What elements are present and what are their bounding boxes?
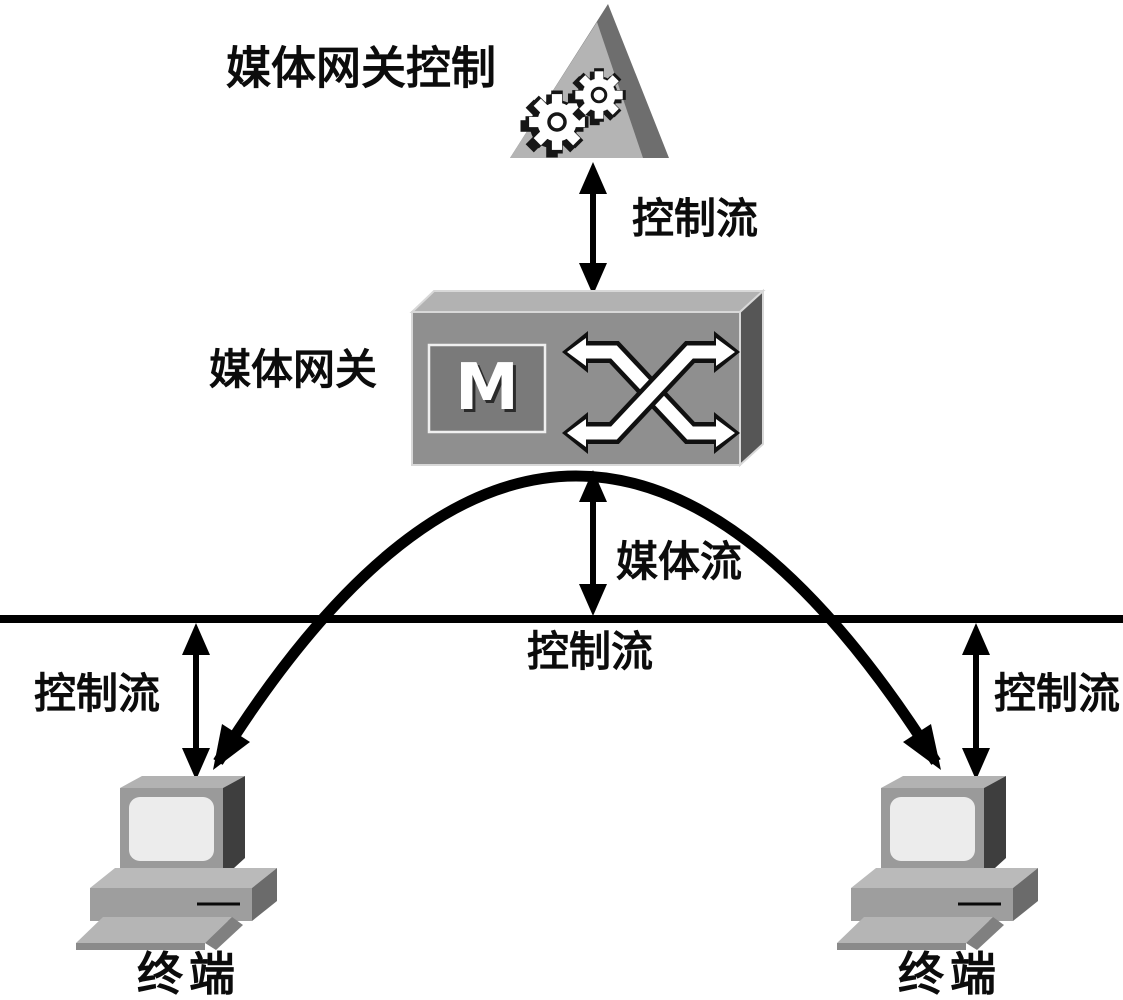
media-flow-arrow bbox=[579, 470, 607, 616]
network-line bbox=[0, 615, 1123, 623]
control-flow-center-label: 控制流 bbox=[526, 627, 654, 676]
arc-arrowhead-left bbox=[213, 724, 250, 770]
box-top-face bbox=[409, 290, 766, 313]
terminal-right-icon bbox=[835, 774, 1040, 952]
control-flow-arrow-right bbox=[962, 623, 990, 780]
control-flow-top-label: 控制流 bbox=[631, 194, 759, 243]
media-gateway-controller-icon bbox=[510, 4, 669, 158]
arc-arrowhead-right bbox=[903, 724, 941, 770]
m-letter-shadow: M bbox=[458, 354, 522, 428]
terminal-left-icon bbox=[74, 774, 279, 952]
media-gateway-icon: M M bbox=[409, 288, 766, 468]
gear-icon bbox=[520, 90, 589, 158]
controller-label: 媒体网关控制 bbox=[225, 41, 497, 95]
media-flow-label: 媒体流 bbox=[615, 537, 743, 586]
terminal-right-label: 终端 bbox=[898, 947, 1002, 1000]
box-side-face bbox=[739, 288, 764, 468]
gateway-label: 媒体网关 bbox=[208, 345, 378, 394]
switch-arrows-icon bbox=[562, 331, 740, 454]
m-letter: M bbox=[455, 351, 519, 425]
control-flow-right-label: 控制流 bbox=[993, 669, 1121, 718]
gear-icon bbox=[567, 68, 626, 126]
terminal-left-label: 终端 bbox=[137, 947, 241, 1000]
control-flow-left-label: 控制流 bbox=[33, 669, 161, 718]
control-flow-arrow-left bbox=[182, 623, 210, 780]
control-flow-arrow-top bbox=[579, 162, 607, 295]
m-plate bbox=[427, 343, 547, 434]
